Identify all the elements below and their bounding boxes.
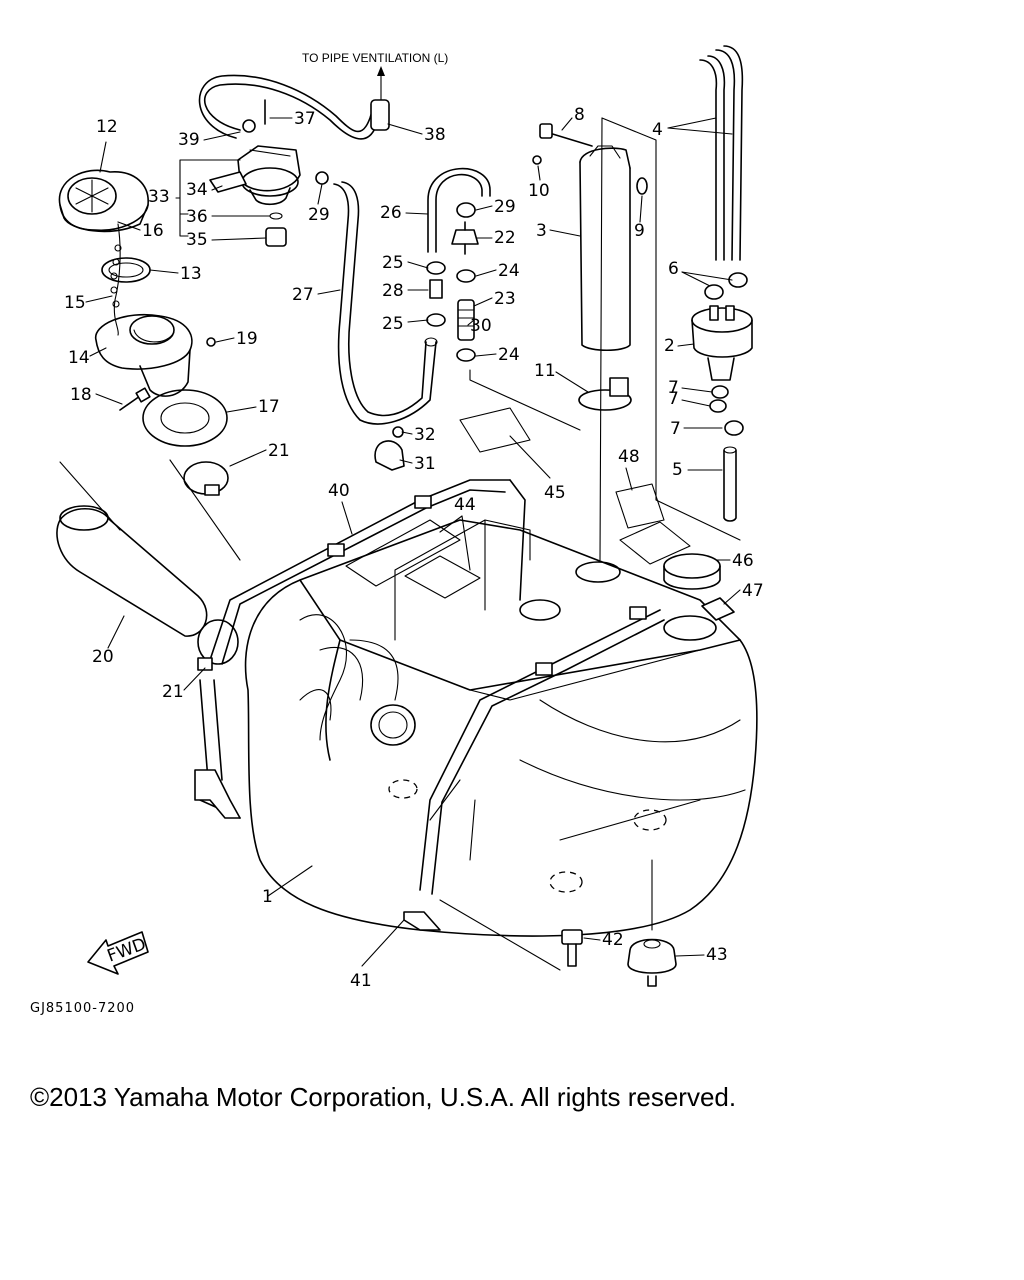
callout: 37 <box>294 109 316 129</box>
callout: 17 <box>258 397 280 417</box>
callout: 21 <box>162 682 184 702</box>
callout: 10 <box>528 181 550 201</box>
callout: 28 <box>382 281 404 301</box>
callout: 13 <box>180 264 202 284</box>
callout: 47 <box>742 581 764 601</box>
callout: 45 <box>544 483 566 503</box>
filler-cap-assembly <box>56 169 241 671</box>
callout: 21 <box>268 441 290 461</box>
callout: 24 <box>498 261 520 281</box>
callout: 4 <box>652 120 663 140</box>
callout: 2 <box>664 336 675 356</box>
callout: 15 <box>64 293 86 313</box>
callout: 23 <box>494 289 516 309</box>
tank-strap-40 <box>194 479 526 819</box>
drawing-code: GJ85100-7200 <box>30 1001 135 1016</box>
callout: 43 <box>706 945 728 965</box>
svg-text:FWD: FWD <box>105 934 149 966</box>
fuel-tank-body <box>244 519 758 937</box>
fuel-sender-assembly <box>469 45 753 621</box>
callout: 25 <box>382 253 404 273</box>
callout: 7 <box>670 419 681 439</box>
callout: 31 <box>414 454 436 474</box>
fwd-arrow-icon: FWD <box>87 931 149 975</box>
callout: 7 <box>668 389 679 409</box>
vent-valve-assembly <box>198 74 491 471</box>
callout: 44 <box>454 495 476 515</box>
callout: 29 <box>494 197 516 217</box>
callout: 38 <box>424 125 446 145</box>
callout: 29 <box>308 205 330 225</box>
callout: 18 <box>70 385 92 405</box>
copyright-notice: ©2013 Yamaha Motor Corporation, U.S.A. A… <box>30 1082 737 1112</box>
callout: 25 <box>382 314 404 334</box>
tank-mounts <box>439 859 677 987</box>
callout: 27 <box>292 285 314 305</box>
callout: 20 <box>92 647 114 667</box>
callout: 11 <box>534 361 556 381</box>
callout: 36 <box>186 207 208 227</box>
callout-labels: 1 2 3 4 5 6 7 7 7 8 9 10 11 12 13 14 15 <box>64 105 764 991</box>
callout: 16 <box>142 221 164 241</box>
callout: 24 <box>498 345 520 365</box>
callout: 12 <box>96 117 118 137</box>
callout: 3 <box>536 221 547 241</box>
callout: 9 <box>634 221 645 241</box>
callout: 30 <box>470 316 492 336</box>
callout: 32 <box>414 425 436 445</box>
tank-strap-41 <box>403 606 665 931</box>
callout: 48 <box>618 447 640 467</box>
callout: 33 <box>148 187 170 207</box>
caution-labels <box>345 407 691 599</box>
callout: 8 <box>574 105 585 125</box>
callout: 35 <box>186 230 208 250</box>
callout: 5 <box>672 460 683 480</box>
callout: 42 <box>602 930 624 950</box>
callout: 6 <box>668 259 679 279</box>
callout: 46 <box>732 551 754 571</box>
callout: 34 <box>186 180 208 200</box>
callout: 41 <box>350 971 372 991</box>
callout: 40 <box>328 481 350 501</box>
callout: 14 <box>68 348 90 368</box>
callout: 19 <box>236 329 258 349</box>
callout: 7 <box>668 378 679 398</box>
callout: 39 <box>178 130 200 150</box>
top-note: TO PIPE VENTILATION (L) <box>302 51 448 65</box>
callout: 26 <box>380 203 402 223</box>
callout: 1 <box>262 887 273 907</box>
callout: 22 <box>494 228 516 248</box>
